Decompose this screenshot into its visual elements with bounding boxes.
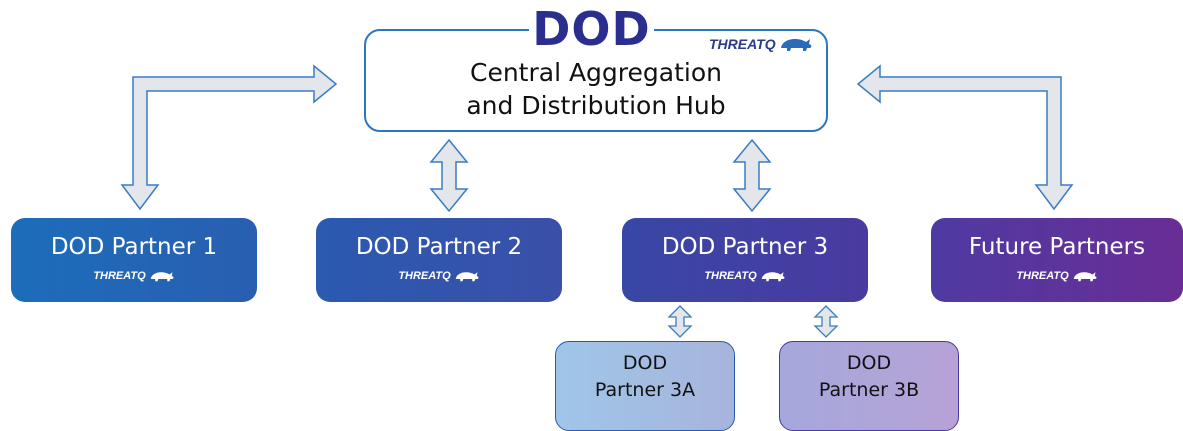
partner-brand-logo: THREATQ (931, 270, 1183, 282)
partner-name: DOD Partner 1 (50, 234, 218, 260)
partner-box-future: Future Partners THREATQ (931, 218, 1183, 302)
arrow-hub-partner1 (120, 64, 338, 211)
partner-brand-logo: THREATQ (622, 270, 868, 282)
arrow-partner3-3b (813, 305, 839, 338)
partner-brand-text: THREATQ (398, 270, 451, 282)
subpartner-line2: Partner 3B (818, 379, 920, 401)
arrow-hub-future-partners (856, 64, 1074, 211)
arrow-hub-partner2 (429, 138, 469, 213)
partner-brand-text: THREATQ (1016, 270, 1069, 282)
partner-name: DOD Partner 3 (661, 234, 829, 260)
rhino-icon (150, 272, 174, 282)
partner-brand-logo: THREATQ (316, 270, 562, 282)
hub-brand-text: THREATQ (709, 36, 776, 52)
rhino-icon (780, 39, 812, 51)
arrow-partner3-3a (667, 305, 693, 338)
partner-brand-logo: THREATQ (11, 270, 257, 282)
subpartner-box-3b: DOD Partner 3B (779, 341, 959, 431)
hub-title: DOD (529, 4, 654, 54)
partner-box-1: DOD Partner 1 THREATQ (11, 218, 257, 302)
partner-box-2: DOD Partner 2 THREATQ (316, 218, 562, 302)
partner-brand-text: THREATQ (93, 270, 146, 282)
subpartner-box-3a: DOD Partner 3A (555, 341, 735, 431)
subpartner-line1: DOD (622, 352, 668, 374)
subpartner-line1: DOD (846, 352, 892, 374)
rhino-icon (455, 272, 479, 282)
rhino-icon (1073, 272, 1097, 282)
rhino-icon (761, 272, 785, 282)
connector-arrows (120, 64, 1074, 338)
hub-brand-logo: THREATQ (709, 36, 813, 52)
hub-description-line1: Central Aggregation (469, 58, 722, 87)
partner-name: DOD Partner 2 (355, 234, 523, 260)
partner-brand-text: THREATQ (704, 270, 757, 282)
arrow-hub-partner3 (732, 138, 772, 213)
subpartner-line2: Partner 3A (594, 379, 696, 401)
partner-box-3: DOD Partner 3 THREATQ (622, 218, 868, 302)
hub-description-line2: and Distribution Hub (466, 91, 726, 120)
hub-description: Central Aggregation and Distribution Hub (366, 56, 826, 122)
partner-name: Future Partners (968, 234, 1146, 260)
